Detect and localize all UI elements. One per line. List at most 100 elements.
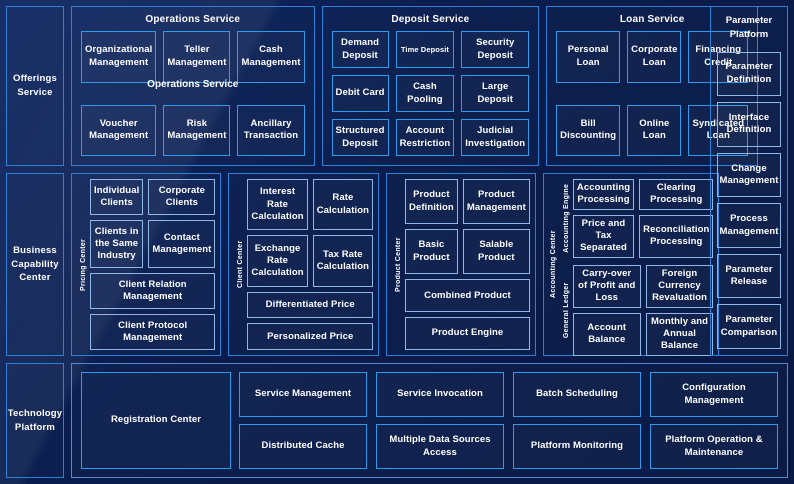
capability-cell[interactable]: Rate Calculation [312,179,374,231]
offerings-service-row: Offerings Service Operations Service Ope… [6,6,788,166]
capability-cell[interactable]: Personal Loan [556,31,621,83]
accounting-blocks: Accounting Engine Accounting Processing … [560,179,714,356]
service-cell-grid-operations: Operations Service Organizational Manage… [72,25,314,165]
business-capability-panes: Pricing Center Individual Clients Corpor… [71,173,720,356]
capability-cell[interactable]: Cash Management [237,31,305,83]
capability-cell[interactable]: Account Restriction [395,119,455,156]
service-group-loan[interactable]: Loan Service Personal Loan Corporate Loa… [546,6,759,166]
capability-cell[interactable]: Parameter Release [717,253,781,299]
capability-cell[interactable]: Client Protocol Management [90,314,216,350]
capability-cell[interactable]: Differentiated Price [247,291,374,319]
capability-cell[interactable]: Debit Card [331,75,389,112]
capability-cell[interactable]: Process Management [717,203,781,248]
capability-cell[interactable]: Demand Deposit [331,31,389,68]
capability-pane-accounting-center[interactable]: Accounting Center Accounting Engine Acco… [542,173,720,356]
pane-label-accounting-center: Accounting Center [549,230,557,299]
accounting-block-general-ledger: General Ledger Carry-over of Profit and … [560,264,714,356]
capability-cell[interactable]: Accounting Processing [572,179,635,210]
business-capability-row: Business Capability Center Pricing Cente… [6,173,788,356]
capability-pane-product-center[interactable]: Product Center Product Definition Produc… [386,173,536,356]
capability-cell[interactable]: Large Deposit [461,75,530,112]
capability-cell[interactable]: Time Deposit [395,31,455,68]
capability-cell[interactable]: Voucher Management [81,104,157,156]
service-cell-grid-deposit: Demand Deposit Time Deposit Security Dep… [323,25,539,165]
capability-cell[interactable]: Foreign Currency Revaluation [645,264,714,308]
capability-cell[interactable]: Risk Management [163,104,231,156]
capability-cell[interactable]: Personalized Price [247,323,374,350]
capability-cell[interactable]: Financing Credit [688,31,749,83]
service-group-deposit[interactable]: Deposit Service Demand Deposit Time Depo… [321,6,540,166]
capability-cell[interactable]: Organizational Management [81,31,157,83]
general-ledger-grid: Carry-over of Profit and Loss Foreign Cu… [572,264,714,356]
capability-cell[interactable]: Multiple Data Sources Access [376,424,504,469]
service-title-deposit: Deposit Service [391,14,470,25]
capability-cell[interactable]: Security Deposit [461,31,530,68]
block-label-general-ledger: General Ledger [562,282,570,339]
capability-cell[interactable]: Clients in the Same Industry [90,219,144,269]
capability-cell[interactable]: Bill Discounting [556,104,621,156]
capability-cell[interactable]: Client Relation Management [90,273,216,310]
pane-label-pricing-center: Pricing Center [80,238,87,291]
technology-platform-group[interactable]: Registration Center Service Management S… [71,363,788,478]
capability-cell[interactable]: Batch Scheduling [513,372,641,417]
service-title-operations: Operations Service [145,14,241,25]
capability-cell[interactable]: Individual Clients [90,179,144,215]
capability-cell[interactable]: Syndicated Loan [688,104,749,156]
capability-cell[interactable]: Combined Product [405,279,530,313]
capability-pane-client-center[interactable]: Client Center Interest Rate Calculation … [228,173,380,356]
capability-cell[interactable]: Corporate Clients [148,179,216,215]
capability-cell[interactable]: Salable Product [462,229,530,275]
technology-platform-row: Technology Platform Registration Center … [6,363,788,478]
capability-cell[interactable]: Service Invocation [376,372,504,417]
capability-cell[interactable]: Price and Tax Separated [572,214,635,258]
capability-cell[interactable]: Platform Operation & Maintenance [650,424,778,469]
lane-label-technology-platform: Technology Platform [6,363,64,478]
capability-cell[interactable]: Contact Management [148,219,216,269]
pane-label-client-center: Client Center [237,240,245,289]
pane-grid-pricing-center: Individual Clients Corporate Clients Cli… [90,179,216,350]
capability-cell[interactable]: Platform Monitoring [513,424,641,469]
capability-cell[interactable]: Corporate Loan [627,31,682,83]
service-title-loan: Loan Service [619,14,685,25]
capability-cell[interactable]: Judicial Investigation [461,119,530,156]
capability-cell[interactable]: Online Loan [627,104,682,156]
capability-cell[interactable]: Interest Rate Calculation [247,179,308,231]
accounting-block-engine: Accounting Engine Accounting Processing … [560,179,714,258]
capability-cell[interactable]: Tax Rate Calculation [312,235,374,287]
parameter-platform-title-line1: Parameter [725,15,773,26]
capability-cell-registration-center[interactable]: Registration Center [81,372,231,469]
capability-cell[interactable]: Configuration Management [650,372,778,417]
lane-label-offerings-service: Offerings Service [6,6,64,166]
pane-grid-client-center: Interest Rate Calculation Rate Calculati… [247,179,374,350]
service-cell-grid-loan: Personal Loan Corporate Loan Financing C… [547,25,757,165]
service-group-operations[interactable]: Operations Service Operations Service Or… [71,6,315,166]
capability-cell[interactable]: Parameter Comparison [717,304,781,349]
pane-grid-product-center: Product Definition Product Management Ba… [405,179,530,350]
capability-cell[interactable]: Carry-over of Profit and Loss [572,264,641,308]
capability-cell[interactable]: Distributed Cache [239,424,367,469]
lane-label-business-capability-center: Business Capability Center [6,173,64,356]
pane-label-product-center: Product Center [395,237,403,292]
parameter-platform-column[interactable]: Parameter Platform Parameter Definition … [710,6,788,356]
capability-cell[interactable]: Change Management [717,152,781,198]
capability-cell[interactable]: Product Definition [405,179,458,225]
capability-cell[interactable]: Product Engine [405,317,530,350]
capability-cell[interactable]: Ancillary Transaction [237,104,305,156]
capability-cell[interactable]: Clearing Processing [639,179,714,210]
capability-cell[interactable]: Parameter Definition [717,51,781,97]
capability-cell[interactable]: Reconciliation Processing [639,214,714,258]
capability-cell[interactable]: Account Balance [572,312,641,356]
capability-cell[interactable]: Monthly and Annual Balance [645,312,714,356]
capability-cell[interactable]: Product Management [462,179,530,225]
capability-cell[interactable]: Cash Pooling [395,75,455,112]
capability-cell[interactable]: Interface Definition [717,102,781,147]
parameter-platform-title: Parameter Platform [717,12,781,46]
capability-cell[interactable]: Teller Management [163,31,231,83]
capability-cell[interactable]: Basic Product [405,229,458,275]
capability-pane-pricing-center[interactable]: Pricing Center Individual Clients Corpor… [71,173,222,356]
capability-cell[interactable]: Exchange Rate Calculation [247,235,308,287]
capability-cell[interactable]: Service Management [239,372,367,417]
block-label-accounting-engine: Accounting Engine [562,183,570,253]
capability-cell[interactable]: Structured Deposit [331,119,389,156]
